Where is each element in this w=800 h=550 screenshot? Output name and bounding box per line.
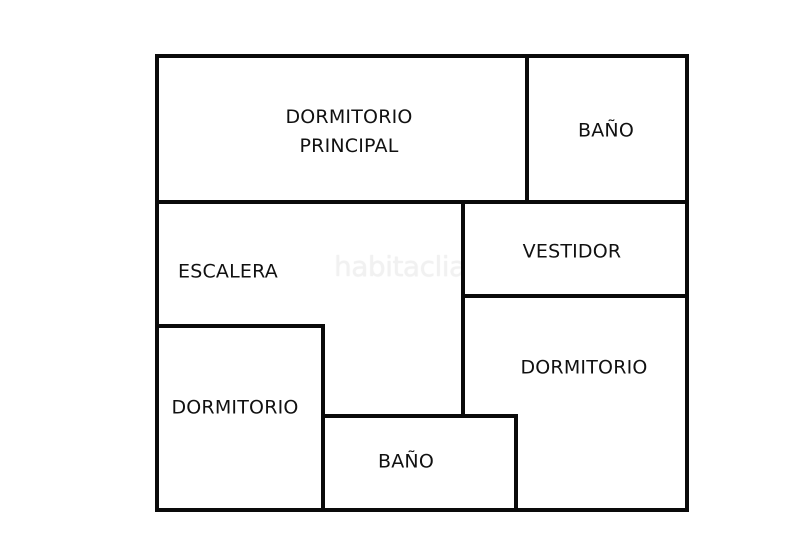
room-label-dressing-room: VESTIDOR	[522, 240, 622, 263]
room-label-staircase: ESCALERA	[178, 260, 278, 283]
room-label-master-bedroom-line2: PRINCIPAL	[299, 135, 399, 157]
wall-bathroom-top-left	[525, 54, 529, 204]
wall-bedroom-left-top	[155, 324, 325, 328]
wall-outer-top	[155, 54, 689, 58]
wall-bedroom-left-right	[321, 324, 325, 512]
wall-outer-bottom	[155, 508, 689, 512]
room-label-bedroom-left: DORMITORIO	[171, 396, 299, 419]
wall-top-row-bottom	[155, 200, 689, 204]
room-label-bathroom-top: BAÑO	[577, 119, 635, 142]
room-label-bedroom-right: DORMITORIO	[520, 356, 648, 379]
wall-right-column-left	[461, 200, 465, 418]
room-label-bathroom-bottom: BAÑO	[377, 450, 435, 473]
wall-dressing-room-bottom	[461, 294, 689, 298]
room-label-master-bedroom: DORMITORIO PRINCIPAL	[285, 103, 412, 161]
wall-outer-left	[155, 54, 159, 512]
wall-outer-right	[685, 54, 689, 512]
watermark-logo: habitaclia	[334, 250, 466, 283]
room-label-master-bedroom-line1: DORMITORIO	[285, 106, 413, 128]
wall-bathroom-bottom-right	[514, 414, 518, 512]
wall-bathroom-bottom-top	[321, 414, 518, 418]
